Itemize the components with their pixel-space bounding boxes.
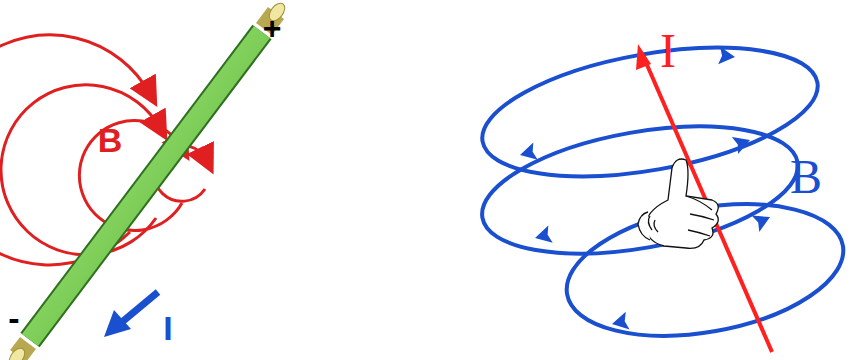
current-label: I bbox=[660, 23, 676, 78]
current-arrow bbox=[104, 292, 158, 337]
field-label: B bbox=[790, 149, 822, 204]
current-arrowhead bbox=[636, 44, 651, 70]
field-label: B bbox=[98, 121, 123, 160]
current-line bbox=[644, 58, 772, 352]
loop-arrowheads bbox=[518, 46, 774, 332]
wire bbox=[6, 0, 288, 360]
current-label: I bbox=[163, 309, 172, 348]
terminal-sign: - bbox=[8, 299, 19, 338]
terminal-sign: + bbox=[263, 10, 282, 47]
right-hand bbox=[638, 159, 718, 248]
